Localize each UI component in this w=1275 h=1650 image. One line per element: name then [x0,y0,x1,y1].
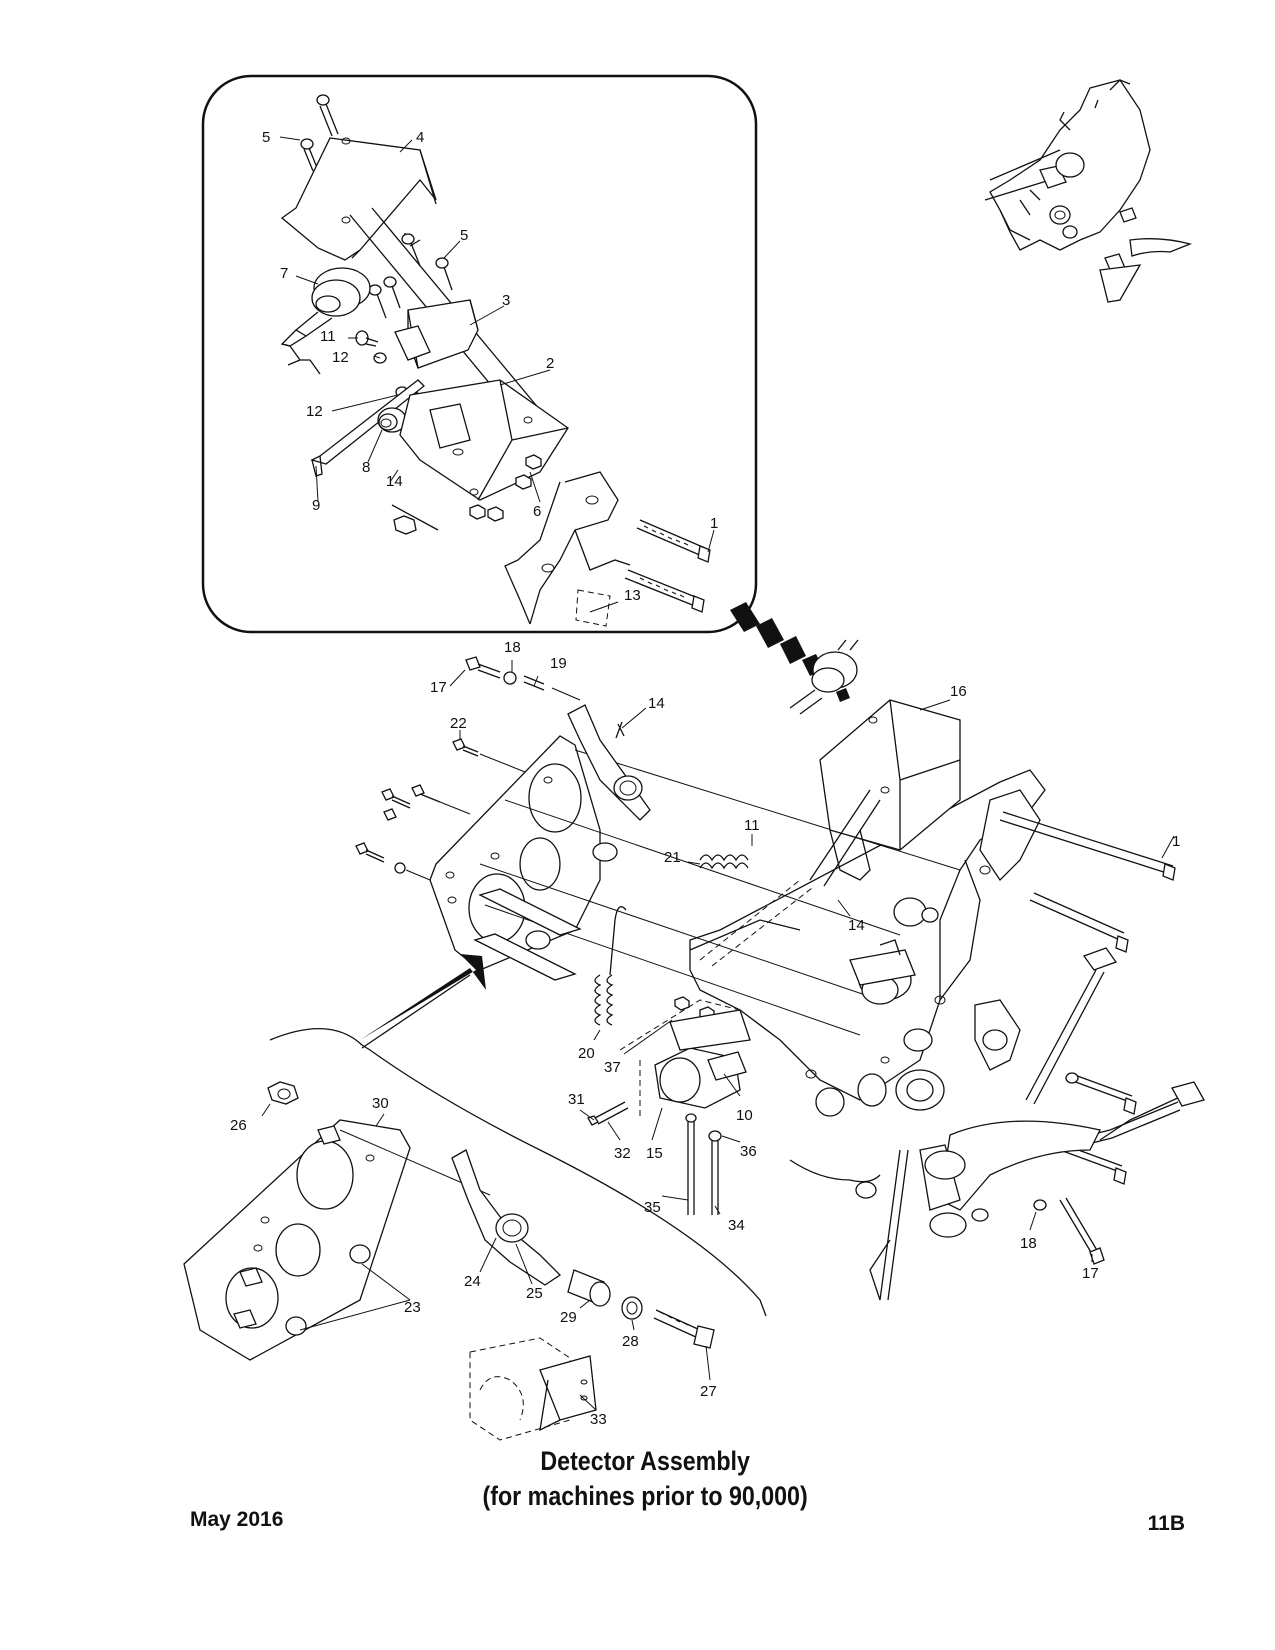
callout: 31 [568,1091,585,1108]
inset-bushing [377,407,407,433]
callout: 18 [1020,1235,1037,1252]
callout: 17 [430,679,447,696]
callout-numbers: 5 4 5 7 3 11 12 2 12 8 14 6 9 1 13 18 19… [230,129,1180,1428]
inset-locknut [391,504,439,535]
callout: 25 [526,1285,543,1302]
inset-frame [201,74,758,634]
footer-date: May 2016 [190,1508,284,1531]
callout: 3 [502,292,510,309]
callout: 32 [614,1145,631,1162]
main-left-bolts [355,656,581,881]
callout: 12 [306,403,323,420]
callout: 8 [362,459,370,476]
inset-lever [310,379,425,477]
leader-lines [261,136,1175,1411]
callout: 5 [262,129,270,146]
page-number: 11B [1147,1512,1185,1535]
callout: 26 [230,1117,247,1134]
callout: 14 [386,473,403,490]
main-center-block [619,996,751,1120]
callout: 22 [450,715,467,732]
callout: 36 [740,1143,757,1160]
main-shafts [473,749,961,1036]
callout: 9 [312,497,320,514]
main-connecting-rod [699,789,881,967]
inset-nuts [469,454,542,522]
callout: 14 [648,695,665,712]
inset-shield-bracket [280,137,437,261]
main-frame [689,769,1046,1117]
main-small-screws [587,1101,722,1215]
callout: 2 [546,355,554,372]
callout: 4 [416,129,424,146]
callout: 28 [622,1333,639,1350]
inset-screw-top [300,94,339,172]
callout: 1 [710,515,718,532]
callout: 37 [604,1059,621,1076]
callout: 21 [664,849,681,866]
inset-bolts [624,519,711,613]
callout: 35 [644,1199,661,1216]
inset-detail [201,74,758,634]
lower-exploded-group [183,954,767,1441]
callout: 17 [1082,1265,1099,1282]
main-pivot-bolt [1025,947,1205,1149]
callout: 11 [744,817,760,834]
callout: 14 [848,917,865,934]
inset-cam-knob [280,267,371,375]
callout: 10 [736,1107,753,1124]
figure-subtitle: (for machines prior to 90,000) [482,1481,808,1511]
callout: 13 [624,587,641,604]
callout: 7 [280,265,288,282]
main-upper-arm [567,704,651,821]
callout: 33 [590,1411,607,1428]
callout: 34 [728,1217,745,1234]
callout: 19 [550,655,567,672]
callout: 23 [404,1299,421,1316]
inset-housing [399,379,569,501]
callout: 16 [950,683,967,700]
figure-title: Detector Assembly [540,1446,750,1476]
main-cam-assembly [849,897,939,1005]
main-left-plate [429,735,618,971]
callout: 29 [560,1309,577,1326]
callout: 15 [646,1145,663,1162]
callout: 24 [464,1273,481,1290]
callout: 27 [700,1383,717,1400]
main-springs [594,854,749,1026]
inset-frame-plate [504,471,631,627]
callout: 18 [504,639,521,656]
inset-switch-block [394,299,479,369]
main-detector-arm [789,999,1101,1301]
callout: 1 [1172,833,1180,850]
inset-screws-middle [368,233,453,319]
callout: 20 [578,1045,595,1062]
callout: 5 [460,227,468,244]
callout: 30 [372,1095,389,1112]
callout: 6 [533,503,541,520]
assembly-thumbnail [984,79,1193,303]
callout: 12 [332,349,349,366]
callout: 11 [320,328,336,345]
main-right-bolts [999,811,1176,1265]
